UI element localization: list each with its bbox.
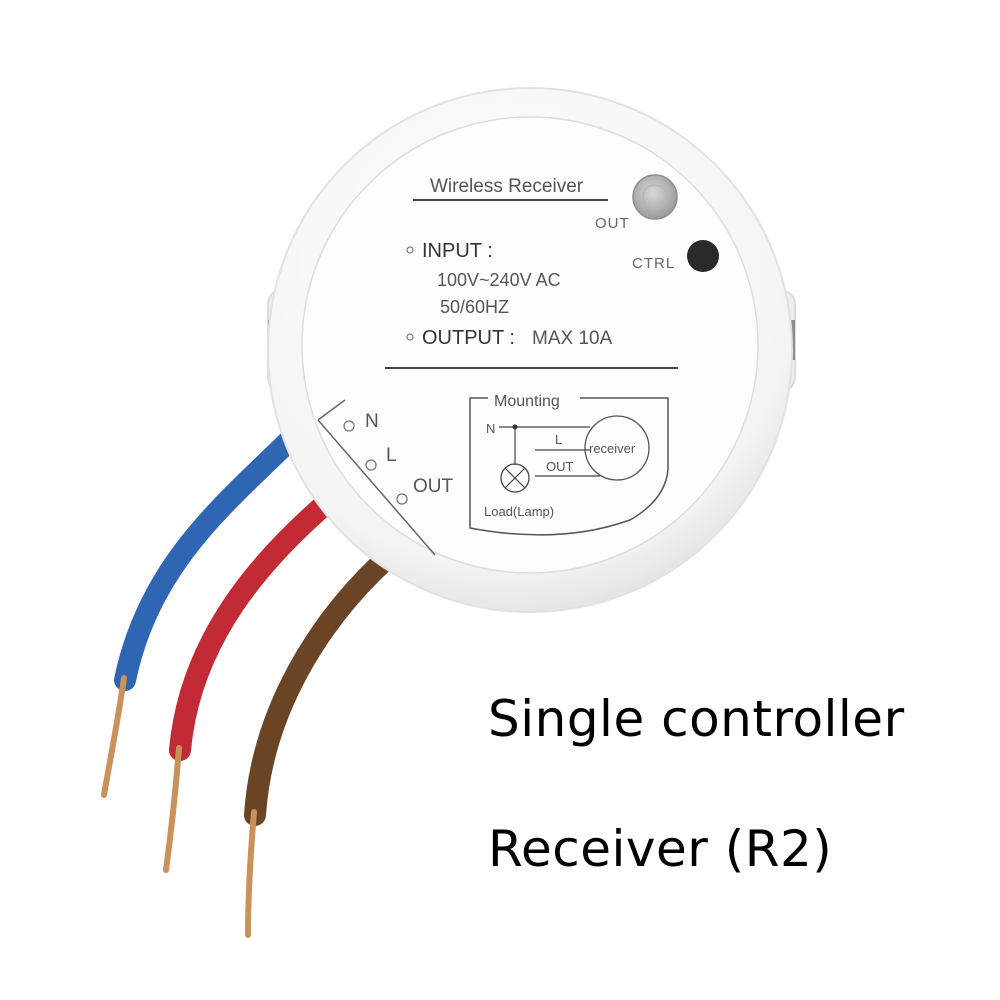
wire-out-copper <box>245 809 257 938</box>
diagram-receiver-circle <box>584 415 650 481</box>
diagram-l-label: L <box>555 432 562 447</box>
terminal-n-label: N <box>365 411 379 432</box>
caption-line-2: Receiver (R2) <box>488 820 833 878</box>
diagram-receiver-label: receiver <box>589 441 636 456</box>
lamp-icon <box>500 463 530 493</box>
out-button[interactable] <box>632 174 678 220</box>
terminal-out-hole <box>396 493 408 505</box>
terminal-out-label: OUT <box>413 476 454 497</box>
caption-line-1: Single controller <box>488 690 905 748</box>
receiver-face <box>301 116 759 574</box>
mounting-diagram: Mounting N L OUT receiver Load(Lamp) <box>469 393 669 536</box>
terminal-l-label: L <box>386 445 397 466</box>
terminal-border <box>317 419 436 556</box>
diagram-out-label: OUT <box>546 459 574 474</box>
input-frequency: 50/60HZ <box>440 297 509 317</box>
diagram-load-label: Load(Lamp) <box>484 504 554 519</box>
out-button-label: OUT <box>595 215 630 232</box>
terminal-l-hole <box>365 459 377 471</box>
device-title: Wireless Receiver <box>430 176 584 197</box>
diagram-title: Mounting <box>494 393 560 410</box>
ctrl-button-label: CTRL <box>632 255 675 272</box>
wire-out <box>244 549 396 826</box>
input-label: INPUT : <box>422 240 493 262</box>
terminal-border-top <box>317 399 346 421</box>
wire-l <box>169 489 341 761</box>
diagram-n-label: N <box>486 421 495 436</box>
diagram-frame <box>469 397 669 536</box>
wire-n <box>114 419 311 691</box>
wire-l-copper <box>163 745 182 873</box>
bullet-icon <box>406 246 414 254</box>
wire-group <box>101 419 396 938</box>
terminal-n-hole <box>343 420 355 432</box>
wire-n-copper <box>101 675 127 798</box>
output-value: MAX 10A <box>532 328 613 349</box>
output-label: OUTPUT : <box>422 327 515 349</box>
input-voltage: 100V~240V AC <box>437 270 561 290</box>
ctrl-button[interactable] <box>687 240 719 272</box>
out-button-inner <box>642 184 668 210</box>
bullet-icon <box>406 333 414 341</box>
